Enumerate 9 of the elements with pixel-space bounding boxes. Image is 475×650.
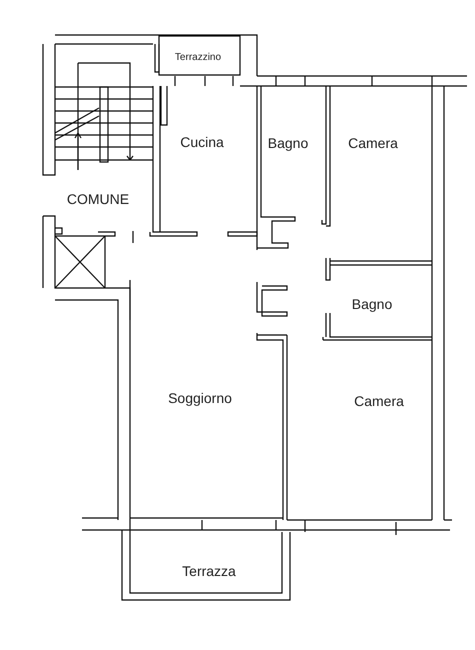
room-label: Bagno [352,297,392,311]
room-label: Camera [348,136,398,150]
room-label: Terrazzino [174,53,222,63]
room-label: Terrazza [182,564,236,578]
room-label: Cucina [180,135,224,149]
room-label: Soggiorno [168,391,232,405]
room-label: COMUNE [66,192,130,206]
room-label: Bagno [268,136,308,150]
room-label: Camera [354,394,404,408]
